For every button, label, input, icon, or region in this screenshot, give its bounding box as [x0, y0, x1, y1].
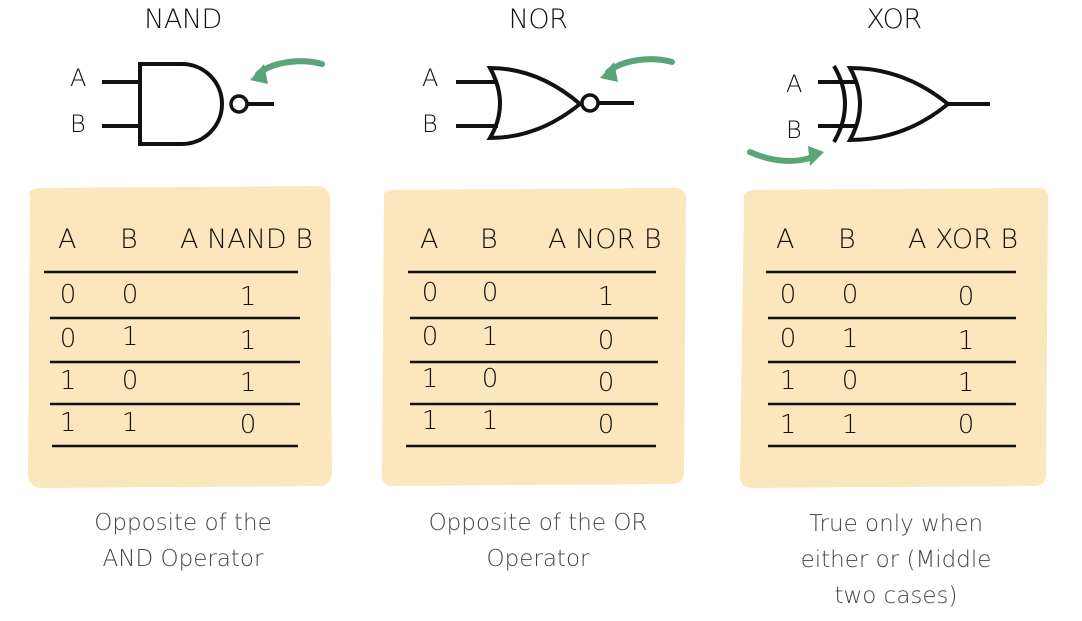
caption-line: AND Operator	[102, 546, 264, 572]
cell-a: 1	[421, 406, 439, 436]
cell-result: 0	[957, 282, 975, 312]
pin-a-label: A	[70, 64, 87, 92]
nor-panel: NOR A B A B A NOR B 0 0 1 0 1 0 1 0 0 1 …	[358, 0, 718, 621]
caption-line: Operator	[486, 546, 590, 572]
cell-a: 0	[421, 322, 439, 352]
header-b: B	[120, 224, 138, 255]
header-a: A	[58, 224, 77, 255]
cell-result: 1	[239, 368, 257, 398]
nand-panel: NAND A B A B A NAND B 0 0 1 0 1 1 1 0 1 …	[0, 0, 360, 621]
cell-a: 0	[779, 324, 797, 354]
cell-result: 0	[239, 410, 257, 440]
cell-b: 1	[481, 322, 499, 352]
cell-result: 0	[597, 368, 615, 398]
cell-result: 1	[239, 326, 257, 356]
cell-result: 0	[597, 326, 615, 356]
nand-gate-symbol	[102, 58, 325, 146]
cell-a: 0	[779, 280, 797, 310]
cell-b: 0	[481, 278, 499, 308]
truth-table-background	[381, 188, 687, 486]
cell-a: 1	[779, 410, 797, 440]
cell-a: 0	[59, 280, 77, 310]
cell-a: 1	[59, 408, 77, 438]
caption-line: Opposite of the OR	[428, 510, 648, 536]
cell-b: 0	[481, 364, 499, 394]
cell-b: 1	[841, 410, 859, 440]
cell-b: 0	[841, 366, 859, 396]
header-a: A	[420, 224, 439, 255]
cell-a: 1	[59, 366, 77, 396]
cell-b: 0	[121, 280, 139, 310]
cell-b: 1	[121, 408, 139, 438]
header-result: A NOR B	[548, 224, 662, 255]
caption: Opposite of the OR Operator	[358, 505, 718, 577]
xor-panel: XOR A B A B A XOR B 0 0 0 0 1 1 1 0 1 1 …	[714, 0, 1074, 621]
header-result: A NAND B	[180, 224, 313, 255]
pin-a-label: A	[786, 70, 803, 98]
caption: True only when either or (Middle two cas…	[716, 506, 1076, 614]
pin-b-label: B	[70, 110, 86, 138]
caption-line: two cases)	[834, 583, 958, 609]
caption-line: True only when	[808, 511, 984, 537]
cell-a: 0	[421, 278, 439, 308]
cell-b: 1	[481, 406, 499, 436]
pin-b-label: B	[422, 110, 438, 138]
cell-result: 1	[957, 368, 975, 398]
caption-line: Opposite of the	[94, 510, 272, 536]
cell-b: 1	[121, 322, 139, 352]
cell-b: 1	[841, 324, 859, 354]
header-b: B	[480, 224, 498, 255]
pin-b-label: B	[786, 116, 802, 144]
cell-result: 1	[239, 282, 257, 312]
pin-a-label: A	[422, 64, 439, 92]
xor-gate-symbol	[747, 64, 990, 166]
gate-title: XOR	[866, 4, 922, 35]
gate-title: NAND	[144, 4, 222, 35]
cell-result: 0	[957, 410, 975, 440]
header-b: B	[838, 224, 856, 255]
cell-a: 1	[421, 364, 439, 394]
cell-b: 0	[121, 366, 139, 396]
truth-table-background	[28, 186, 332, 488]
nor-gate-symbol	[456, 56, 675, 141]
cell-result: 1	[957, 326, 975, 356]
caption: Opposite of the AND Operator	[3, 505, 363, 577]
header-result: A XOR B	[908, 224, 1019, 255]
cell-result: 0	[597, 410, 615, 440]
cell-a: 0	[59, 324, 77, 354]
header-a: A	[776, 224, 795, 255]
gate-title: NOR	[508, 4, 568, 35]
truth-table-background	[739, 188, 1049, 488]
cell-a: 1	[779, 366, 797, 396]
cell-result: 1	[597, 282, 615, 312]
caption-line: either or (Middle	[800, 547, 992, 573]
cell-b: 0	[841, 280, 859, 310]
